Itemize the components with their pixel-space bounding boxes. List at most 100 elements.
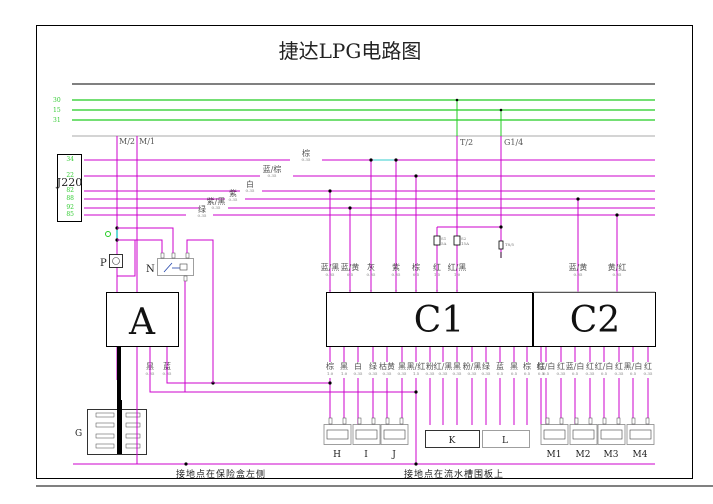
harness-wire-color: 蓝/棕	[263, 164, 282, 174]
actuator-label: H	[333, 450, 341, 460]
c1-bottom-wire-color: 红/黑	[434, 361, 453, 371]
n-label: N	[146, 264, 155, 275]
j220-pin-label: 92	[66, 204, 74, 211]
injector-icon	[95, 433, 115, 439]
actuator-label: M2	[576, 450, 591, 460]
c1-bottom-wire-gauge: 0.35	[426, 371, 435, 376]
actuator-m4[interactable]: M4	[626, 417, 655, 460]
c1-top-wire-color: 棕	[412, 262, 420, 272]
harness-wire-color: 白	[246, 179, 254, 189]
actuator-m2[interactable]: M2	[569, 417, 598, 460]
c1-top-wire-color: 红	[433, 262, 441, 272]
c1-bottom-wire-color: 白	[354, 361, 362, 371]
c2-label: C2	[570, 300, 620, 341]
actuator-h[interactable]: H	[323, 417, 352, 460]
tap-label-m2: M/2	[119, 137, 135, 146]
actuator-label: I	[364, 450, 368, 460]
c1-top-wire-color: 蓝/黄	[341, 262, 360, 272]
fuse-s2[interactable]: S2 15A	[453, 235, 469, 246]
c2-top-wire-gauge: 0.35	[613, 272, 622, 277]
actuator-i[interactable]: I	[352, 417, 381, 460]
c1-bottom-wire-color: 粉/黑	[463, 361, 482, 371]
actuator-j[interactable]: J	[380, 417, 409, 460]
k-label: K	[449, 436, 456, 446]
actuator-label: M3	[604, 450, 619, 460]
harness-wire-gauge: 0.35	[268, 173, 277, 178]
junction-dot	[414, 390, 418, 394]
injector-icon	[95, 422, 115, 428]
c1-bottom-wire-color: 绿	[482, 362, 490, 371]
c1-bottom-wire-gauge: 0.35	[468, 371, 477, 376]
c1-bottom-wire-gauge: 0.5	[524, 371, 531, 376]
page-title: 捷达LPG电路图	[279, 39, 422, 63]
junction-dot	[328, 381, 332, 385]
c1-top-wire-color: 红/黑	[448, 262, 467, 272]
c1-bottom-wire-gauge: 0.35	[369, 371, 378, 376]
c2-top-wire-color: 蓝/黄	[569, 262, 588, 272]
c1-top-wire-gauge: 0.35	[367, 272, 376, 277]
injector-icon	[125, 412, 141, 418]
c2-bottom-wire-gauge: 0.5	[630, 371, 637, 376]
c2-bottom-wire-gauge: 0.5	[543, 371, 550, 376]
c2-bottom-wire-color: 黑/白	[624, 361, 643, 371]
connector-c1[interactable]: C1	[326, 292, 533, 347]
c1-top-wire-color: 灰	[367, 262, 375, 272]
c1-label: C1	[414, 300, 464, 341]
c2-bottom-wire-gauge: 0.35	[557, 371, 566, 376]
ground-label-right: 接地点在流水槽围板上	[404, 468, 504, 480]
harness-wire-gauge: 0.35	[198, 213, 207, 218]
actuator-m3[interactable]: M3	[597, 417, 626, 460]
tap-label-t2: T/2	[460, 138, 473, 147]
svg-text:^: ^	[414, 288, 417, 293]
ground-label-left: 接地点在保险盒左侧	[176, 468, 266, 480]
fuse-s1[interactable]: S1 5A	[433, 235, 447, 246]
c1-bottom-wire-color: 枯黄	[379, 361, 395, 371]
c1-bottom-wire-gauge: 0.35	[439, 371, 448, 376]
bus-label: 30	[53, 97, 61, 104]
connector-c2[interactable]: C2	[533, 291, 656, 347]
component-g-injectors[interactable]: G	[75, 400, 147, 455]
c1-bottom-wire-gauge: 0.5	[497, 371, 504, 376]
svg-text:^: ^	[348, 288, 351, 293]
c1-bottom-wire-color: 黑/红	[407, 361, 426, 371]
c1-bottom-wire-color: 黑	[340, 362, 348, 371]
c2-bottom-wire-gauge: 0.5	[572, 371, 579, 376]
c2-bottom-wire-color: 红/白	[595, 361, 614, 371]
fuse-s1-rating: 5A	[441, 241, 447, 246]
actuator-m1[interactable]: M1	[540, 417, 569, 460]
connector-k[interactable]: K	[425, 430, 480, 448]
c2-bottom-wire-gauge: 0.35	[586, 371, 595, 376]
svg-text:^: ^	[435, 288, 438, 293]
fuse-t8-5[interactable]: T8/5	[498, 240, 515, 258]
j220-label: J220	[56, 176, 82, 189]
c1-bottom-wire-color: 蓝	[496, 361, 504, 371]
a-to-c1-wires	[149, 360, 416, 393]
injector-icon	[125, 433, 141, 439]
fuse-s2-label: S2	[461, 236, 467, 241]
tap-label-m1: M/1	[139, 137, 155, 146]
c1-bottom-wire-color: 黑	[453, 362, 461, 371]
c1-top-wire-gauge: 0.5	[413, 272, 420, 277]
component-p[interactable]: P	[100, 240, 136, 277]
c2-bottom-wire-gauge: 0.35	[615, 371, 624, 376]
harness-wire-gauge: 0.35	[229, 197, 238, 202]
fuse-s2-rating: 15A	[461, 241, 469, 246]
c1-bottom-wire-gauge: 0.5	[511, 371, 518, 376]
component-n-relay[interactable]: N	[117, 227, 214, 392]
c1-bottom-wire-color: 粉	[426, 361, 434, 371]
harness-wire-gauge: 0.35	[302, 157, 311, 162]
c2-top-wire-color: 黄/红	[608, 262, 627, 272]
harness-wire-gauge: 0.35	[246, 188, 255, 193]
c1-bottom-wire-color: 黑	[510, 362, 518, 371]
c1-bottom-wire-gauge: 0.35	[482, 371, 491, 376]
c2-bottom-wire-gauge: 0.35	[644, 371, 653, 376]
connector-l[interactable]: L	[482, 430, 530, 448]
harness-wire-color: 绿	[198, 205, 206, 214]
c1-bottom-wire-gauge: 0.5	[538, 371, 545, 376]
c2-bottom-wire-color: 棕/白	[537, 361, 556, 371]
c2-bottom-wires: 棕/白0.5红0.35蓝/白0.5红0.35红/白0.5红0.35黑/白0.5红…	[537, 347, 653, 425]
